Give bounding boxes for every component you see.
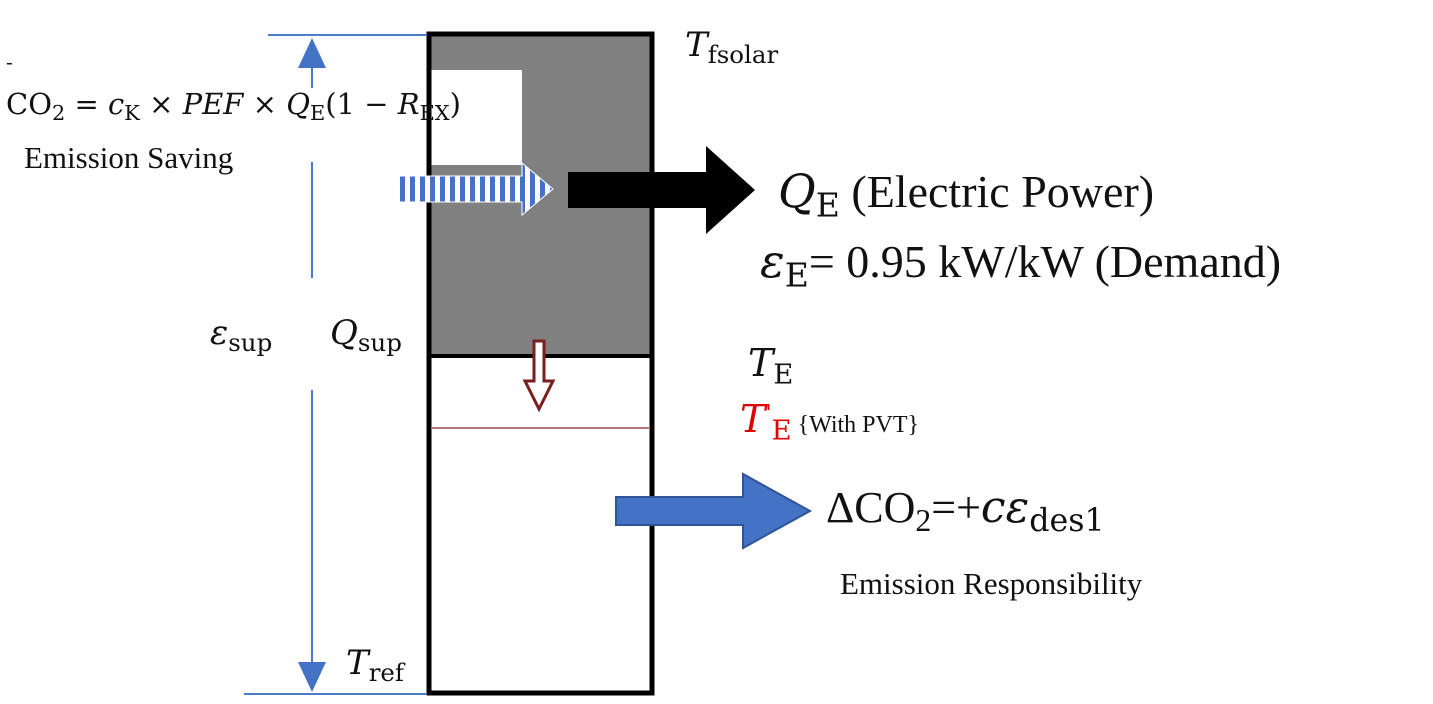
co2-saving-equation: CO2 = cK × PEF × QE(1 − REX) xyxy=(6,87,461,125)
delta-co2-equation: ΔCO2=+cεdes1 xyxy=(826,482,1105,539)
emission-saving-label: Emission Saving xyxy=(24,140,234,175)
top-left-mark: - xyxy=(6,50,13,74)
emission-responsibility-label: Emission Responsibility xyxy=(840,566,1143,601)
dimension-arrow-up-icon xyxy=(298,38,326,68)
electric-power-label: QE (Electric Power) xyxy=(778,164,1155,225)
temperature-column xyxy=(426,31,655,696)
supply-exergy-efficiency-label: εsup xyxy=(210,313,273,357)
t-e-label: TE xyxy=(748,341,794,391)
supply-heat-label: Qsup xyxy=(330,313,402,357)
solar-input-arrow-icon xyxy=(395,161,554,217)
t-fsolar-label: Tfsolar xyxy=(685,25,779,69)
dimension-arrow-down-icon xyxy=(298,662,326,692)
t-e-prime-pvt-label: T'E {With PVT} xyxy=(740,397,920,447)
electric-power-arrow-icon xyxy=(568,146,755,234)
t-ref-label: Tref xyxy=(346,643,404,687)
electric-demand-efficiency-label: εE= 0.95 kW/kW (Demand) xyxy=(760,234,1282,295)
heat-transfer-down-arrow-icon xyxy=(522,339,556,413)
emission-responsibility-arrow-icon xyxy=(615,472,813,550)
